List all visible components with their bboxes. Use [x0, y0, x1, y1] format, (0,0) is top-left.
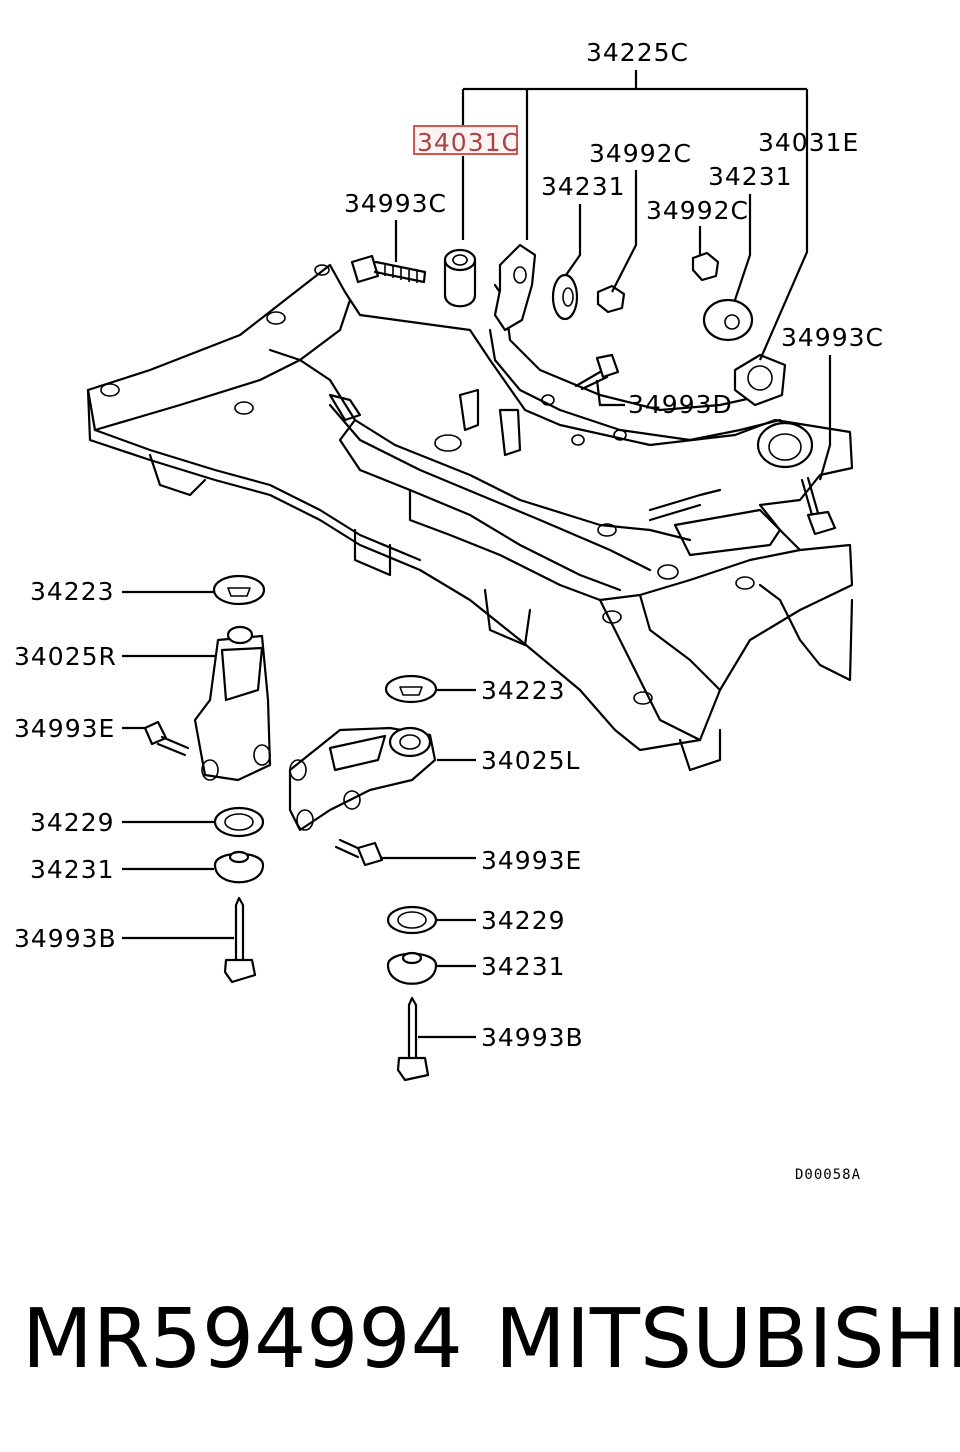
bolt-34993B-right — [396, 996, 430, 1082]
arm-bracket-34225C — [493, 243, 537, 332]
nut-34992C-right — [691, 251, 720, 282]
washer-34231-right — [702, 298, 754, 342]
callout-34231-b: 34231 — [708, 162, 793, 191]
washer-34223-right — [384, 674, 438, 704]
callout-34025L: 34025L — [481, 746, 580, 775]
mount-34025L — [288, 726, 437, 832]
bolt-34993B-left — [223, 896, 257, 984]
mount-34025R — [193, 625, 272, 782]
washer-34231-center — [551, 273, 579, 321]
callout-34993D: 34993D — [628, 390, 733, 419]
nut-34992C-center — [596, 284, 626, 314]
bushing-34031E — [733, 353, 787, 407]
bushing-34031C — [443, 248, 477, 308]
subframe-crossmember — [86, 263, 854, 772]
callout-34993B-right: 34993B — [481, 1023, 584, 1052]
callout-34229-left: 34229 — [30, 808, 115, 837]
callout-34231-right: 34231 — [481, 952, 566, 981]
callout-34993B-left: 34993B — [14, 924, 117, 953]
callout-34231-left: 34231 — [30, 855, 115, 884]
callout-34993C-right: 34993C — [781, 323, 884, 352]
callout-34993E-left: 34993E — [14, 714, 115, 743]
bolt-34993E-right — [334, 838, 384, 867]
callout-34225C: 34225C — [586, 38, 689, 67]
bolt-34993D — [574, 353, 620, 391]
callout-34229-right: 34229 — [481, 906, 566, 935]
callout-34223-right: 34223 — [481, 676, 566, 705]
callout-34993C-left: 34993C — [344, 189, 447, 218]
callout-34231-a: 34231 — [541, 172, 626, 201]
bolt-34993E-left — [143, 720, 190, 757]
callout-34031E: 34031E — [758, 128, 859, 157]
callout-34992C-top: 34992C — [589, 139, 692, 168]
footer-part-number: MR594994 — [22, 1292, 463, 1387]
highlight-box-34031C — [413, 125, 518, 155]
diagram-code: D00058A — [795, 1167, 861, 1183]
washer-34229-left — [213, 806, 265, 838]
callout-34025R: 34025R — [14, 642, 117, 671]
callout-34993E-right: 34993E — [481, 846, 582, 875]
bolt-34993C-left — [350, 254, 427, 284]
leader-lines — [122, 70, 832, 1039]
callout-34992C-mid: 34992C — [646, 196, 749, 225]
washer-34223-left — [212, 574, 266, 606]
footer-brand: MITSUBISHI — [495, 1292, 960, 1387]
washer-34231-left — [213, 850, 265, 884]
washer-34231-right-stack — [386, 951, 438, 985]
bolt-34993C-right — [800, 476, 837, 536]
callout-34031C: 34031C — [417, 128, 520, 157]
callout-34223-left: 34223 — [30, 577, 115, 606]
washer-34229-right — [386, 905, 438, 935]
